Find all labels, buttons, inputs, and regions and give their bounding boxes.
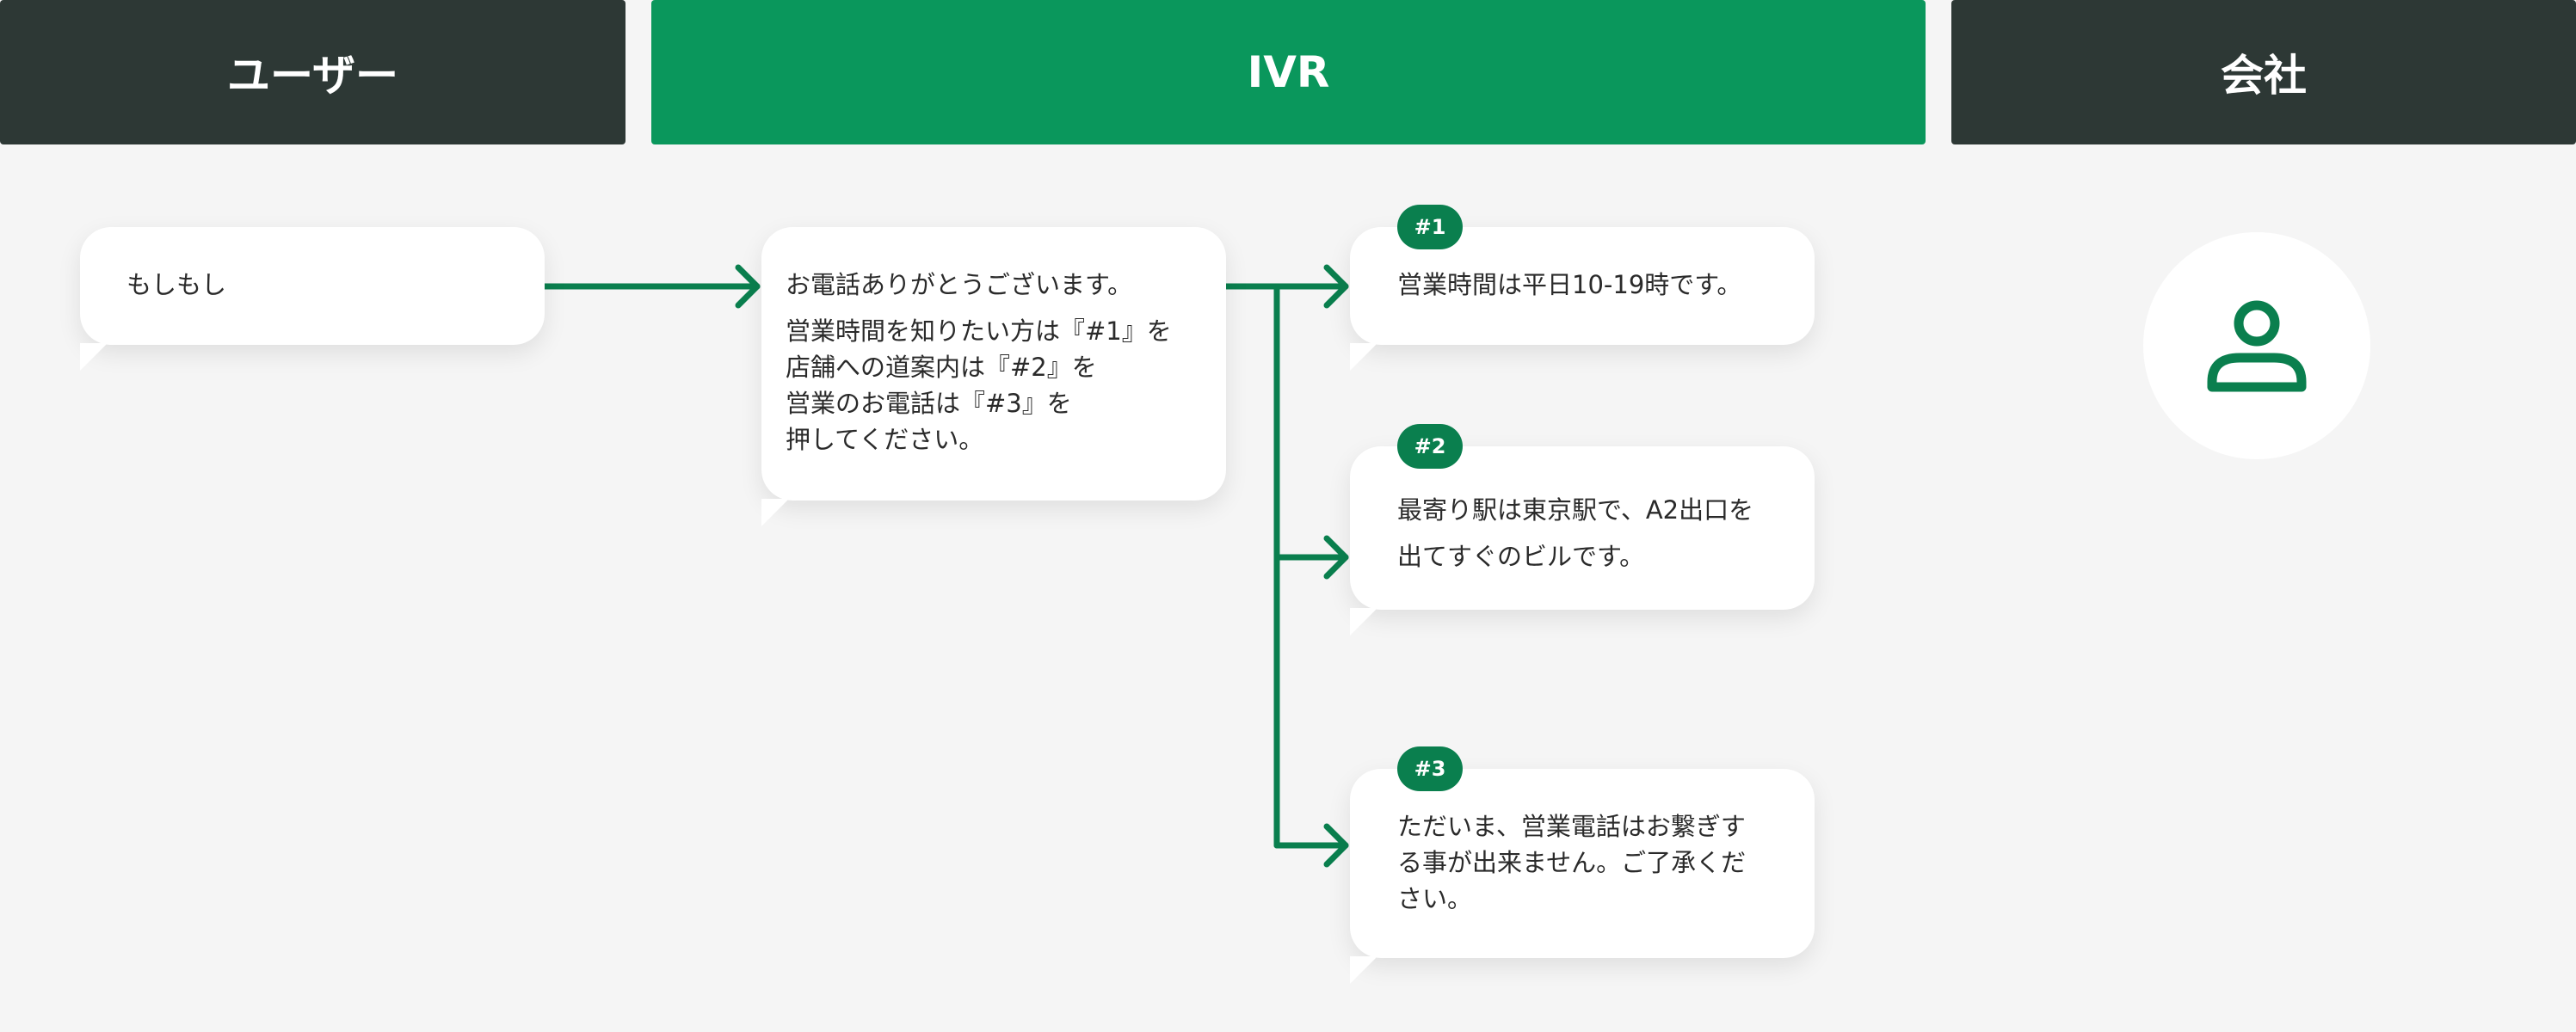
person-icon bbox=[2207, 300, 2307, 392]
option-3-line-3: さい。 bbox=[1397, 884, 1473, 913]
company-avatar bbox=[2143, 232, 2370, 459]
option-3-line-1: ただいま、営業電話はお繋ぎす bbox=[1397, 812, 1746, 841]
option-3-tag: #3 bbox=[1397, 746, 1463, 791]
arrowhead-option-1 bbox=[1323, 264, 1349, 309]
ivr-greeting: お電話ありがとうございます。 bbox=[786, 270, 1133, 299]
ivr-line-2: 店舗への道案内は『#2』を bbox=[786, 353, 1097, 382]
user-message-bubble: もしもし bbox=[80, 227, 545, 371]
header-company-label: 会社 bbox=[2221, 51, 2307, 101]
ivr-message-bubble: お電話ありがとうございます。 営業時間を知りたい方は『#1』を 店舗への道案内は… bbox=[761, 227, 1226, 526]
option-1-tag: #1 bbox=[1397, 205, 1463, 249]
arrowhead-option-2 bbox=[1323, 535, 1349, 580]
user-message-text: もしもし bbox=[126, 270, 227, 299]
arrowhead-ivr bbox=[735, 264, 761, 309]
ivr-line-4: 押してください。 bbox=[786, 425, 984, 454]
option-3-line-2: る事が出来ません。ご了承くだ bbox=[1397, 848, 1747, 877]
option-3-bubble: ただいま、営業電話はお繋ぎす る事が出来ません。ご了承くだ さい。 bbox=[1350, 769, 1815, 984]
header-company: 会社 bbox=[1951, 0, 2576, 144]
option-2-tag: #2 bbox=[1397, 424, 1463, 469]
option-2-line-2: 出てすぐのビルです。 bbox=[1397, 542, 1645, 571]
option-2-bubble: 最寄り駅は東京駅で、A2出口を 出てすぐのビルです。 bbox=[1350, 446, 1815, 636]
header-ivr: IVR bbox=[651, 0, 1926, 144]
header-user-label: ユーザー bbox=[227, 51, 398, 101]
option-1-line-1: 営業時間は平日10-19時です。 bbox=[1397, 270, 1742, 299]
ivr-line-3: 営業のお電話は『#3』を bbox=[786, 389, 1072, 418]
header-ivr-label: IVR bbox=[1247, 47, 1330, 97]
ivr-line-1: 営業時間を知りたい方は『#1』を bbox=[786, 316, 1172, 346]
header-user: ユーザー bbox=[0, 0, 626, 144]
option-2-line-1: 最寄り駅は東京駅で、A2出口を bbox=[1397, 495, 1754, 525]
arrowhead-option-3 bbox=[1323, 823, 1349, 868]
